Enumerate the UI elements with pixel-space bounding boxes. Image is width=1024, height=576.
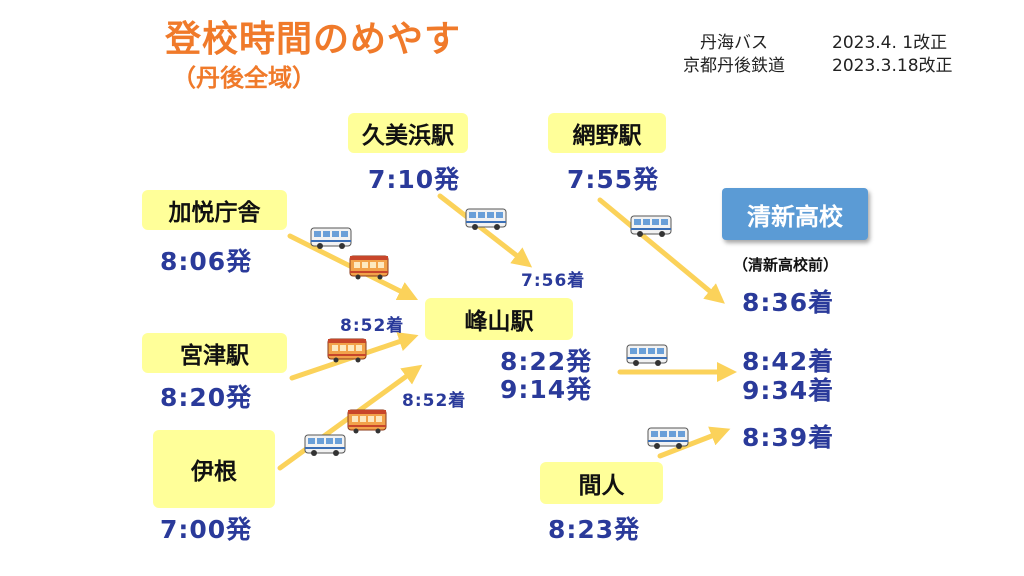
time-ine-depart: 7:00発 <box>160 515 253 544</box>
revision-railway: 京都丹後鉄道 2023.3.18改正 <box>683 51 953 76</box>
bus-icon <box>626 344 668 367</box>
station-kaetsu: 加悦庁舎 <box>142 190 287 230</box>
train-icon <box>327 338 367 363</box>
bus-icon <box>630 215 672 238</box>
station-amino: 網野駅 <box>548 113 666 153</box>
time-miyazu-depart: 8:20発 <box>160 383 253 412</box>
arrow-kumihama-mineyama <box>437 193 533 268</box>
school-bus-stop: （清新高校前） <box>733 256 839 274</box>
arrival-school-from-mineyama-2: 9:34着 <box>742 376 835 405</box>
arrival-mineyama-from-kumihama: 7:56着 <box>521 271 586 291</box>
revision-name: 丹海バス <box>700 33 768 53</box>
arrival-mineyama-from-ine: 8:52着 <box>402 391 467 411</box>
arrow-amino-school <box>597 197 725 304</box>
revision-date: 2023.3.18改正 <box>832 56 953 76</box>
bus-icon <box>304 434 346 457</box>
arrival-mineyama-from-kaetsu: 8:52着 <box>340 316 405 336</box>
bus-icon <box>465 208 507 231</box>
station-ine: 伊根 <box>153 430 275 508</box>
time-mineyama-depart-1: 8:22発 <box>500 347 593 376</box>
time-amino-depart: 7:55発 <box>567 165 660 194</box>
arrival-school-from-mineyama-1: 8:42着 <box>742 347 835 376</box>
train-icon <box>349 255 389 280</box>
arrival-school-from-taiza: 8:39着 <box>742 423 835 452</box>
time-kumihama-depart: 7:10発 <box>368 165 461 194</box>
revision-date: 2023.4. 1改正 <box>832 33 948 53</box>
station-mineyama: 峰山駅 <box>425 298 573 340</box>
bus-icon <box>647 427 689 450</box>
revision-bus: 丹海バス 2023.4. 1改正 <box>700 28 947 53</box>
revision-name: 京都丹後鉄道 <box>683 56 785 76</box>
train-icon <box>347 409 387 434</box>
arrow-taiza-school <box>657 426 731 459</box>
page-title: 登校時間のめやす <box>165 19 462 60</box>
station-miyazu: 宮津駅 <box>142 333 287 373</box>
arrival-school-from-amino: 8:36着 <box>742 288 835 317</box>
station-kumihama: 久美浜駅 <box>348 113 468 153</box>
time-kaetsu-depart: 8:06発 <box>160 247 253 276</box>
page-subtitle: （丹後全域） <box>172 64 316 92</box>
time-taiza-depart: 8:23発 <box>548 515 641 544</box>
destination-school: 清新高校 <box>722 188 868 240</box>
station-taiza: 間人 <box>540 462 663 504</box>
time-mineyama-depart-2: 9:14発 <box>500 375 593 404</box>
bus-icon <box>310 227 352 250</box>
